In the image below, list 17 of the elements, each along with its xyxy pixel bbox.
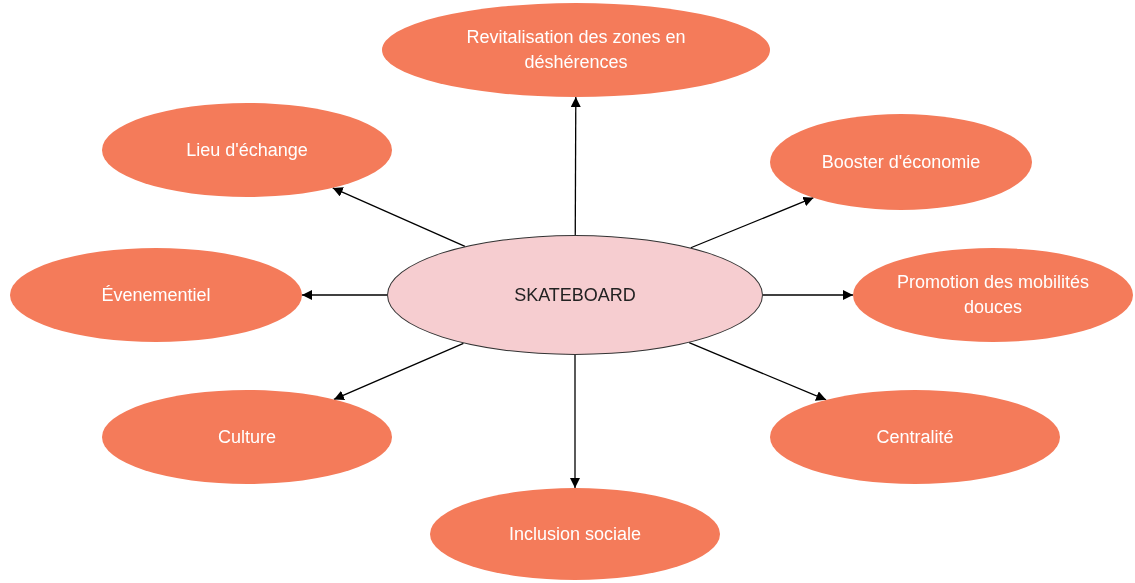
arrow bbox=[570, 354, 580, 489]
arrow bbox=[688, 342, 827, 401]
arrow bbox=[301, 290, 388, 300]
arrow bbox=[333, 342, 465, 401]
node-label: Culture bbox=[218, 425, 276, 449]
arrow bbox=[570, 96, 581, 236]
arrow bbox=[332, 187, 466, 247]
node-label: Inclusion sociale bbox=[508, 522, 642, 546]
arrow bbox=[690, 196, 815, 249]
node-label: Revitalisation des zones en déshérences bbox=[465, 26, 687, 74]
node-label: Promotion des mobilités douces bbox=[895, 271, 1091, 319]
node-label: Booster d'économie bbox=[821, 150, 981, 174]
node-label: SKATEBOARD bbox=[514, 283, 636, 307]
node-label: Évenementiel bbox=[101, 283, 211, 307]
node-label: Lieu d'échange bbox=[186, 138, 308, 162]
arrow bbox=[762, 290, 854, 300]
node-label: Centralité bbox=[876, 425, 954, 449]
